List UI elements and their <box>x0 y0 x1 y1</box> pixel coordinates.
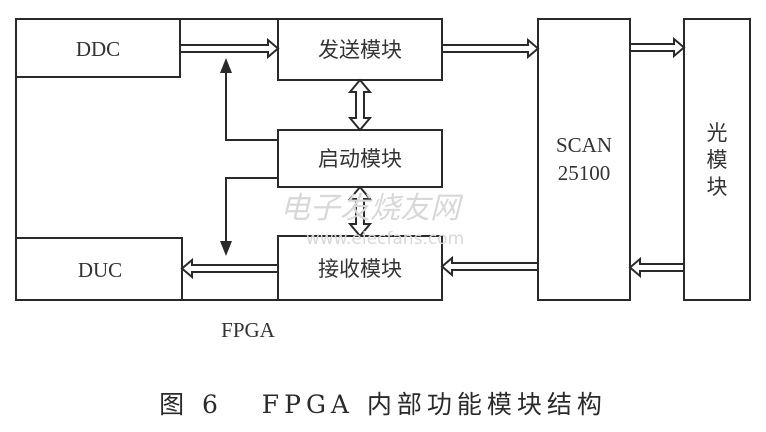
fpga-label: FPGA <box>221 318 276 342</box>
start-receive-bidirectional-arrow <box>347 185 373 238</box>
ddc-to-send-arrow <box>179 37 280 60</box>
optical-module-block <box>683 18 751 301</box>
figure-caption: 图 6 FPGA 内部功能模块结构 <box>159 390 607 419</box>
start-to-ddc-control-line <box>225 68 278 141</box>
scan-to-optical-arrow <box>629 36 686 59</box>
send-start-bidirectional-arrow <box>347 78 373 132</box>
scan-label-line1: SCAN <box>556 133 612 157</box>
duc-label: DUC <box>78 258 122 282</box>
duc-block <box>15 237 183 301</box>
optical-to-scan-arrow <box>628 256 685 279</box>
scan-label-line2: 25100 <box>558 161 611 185</box>
send-to-scan-arrow <box>441 37 540 60</box>
receive-module-label: 接收模块 <box>318 257 402 281</box>
scan25100-block <box>537 18 631 301</box>
scan-to-receive-arrow <box>440 255 539 278</box>
receive-to-duc-arrow <box>180 257 279 280</box>
start-module-label: 启动模块 <box>318 147 402 171</box>
start-to-duc-control-line <box>225 177 278 244</box>
watermark-url: www.elecfans.com <box>306 229 464 249</box>
watermark-cn: 电子发烧友网 <box>280 191 464 226</box>
optical-label-char3: 块 <box>707 175 728 199</box>
control-arrowhead-down <box>220 241 232 256</box>
optical-label-char1: 光 <box>707 121 728 145</box>
optical-label-char2: 模 <box>707 148 728 172</box>
send-module-label: 发送模块 <box>318 38 402 62</box>
ddc-label: DDC <box>76 37 120 61</box>
control-arrowhead-up <box>220 58 232 73</box>
